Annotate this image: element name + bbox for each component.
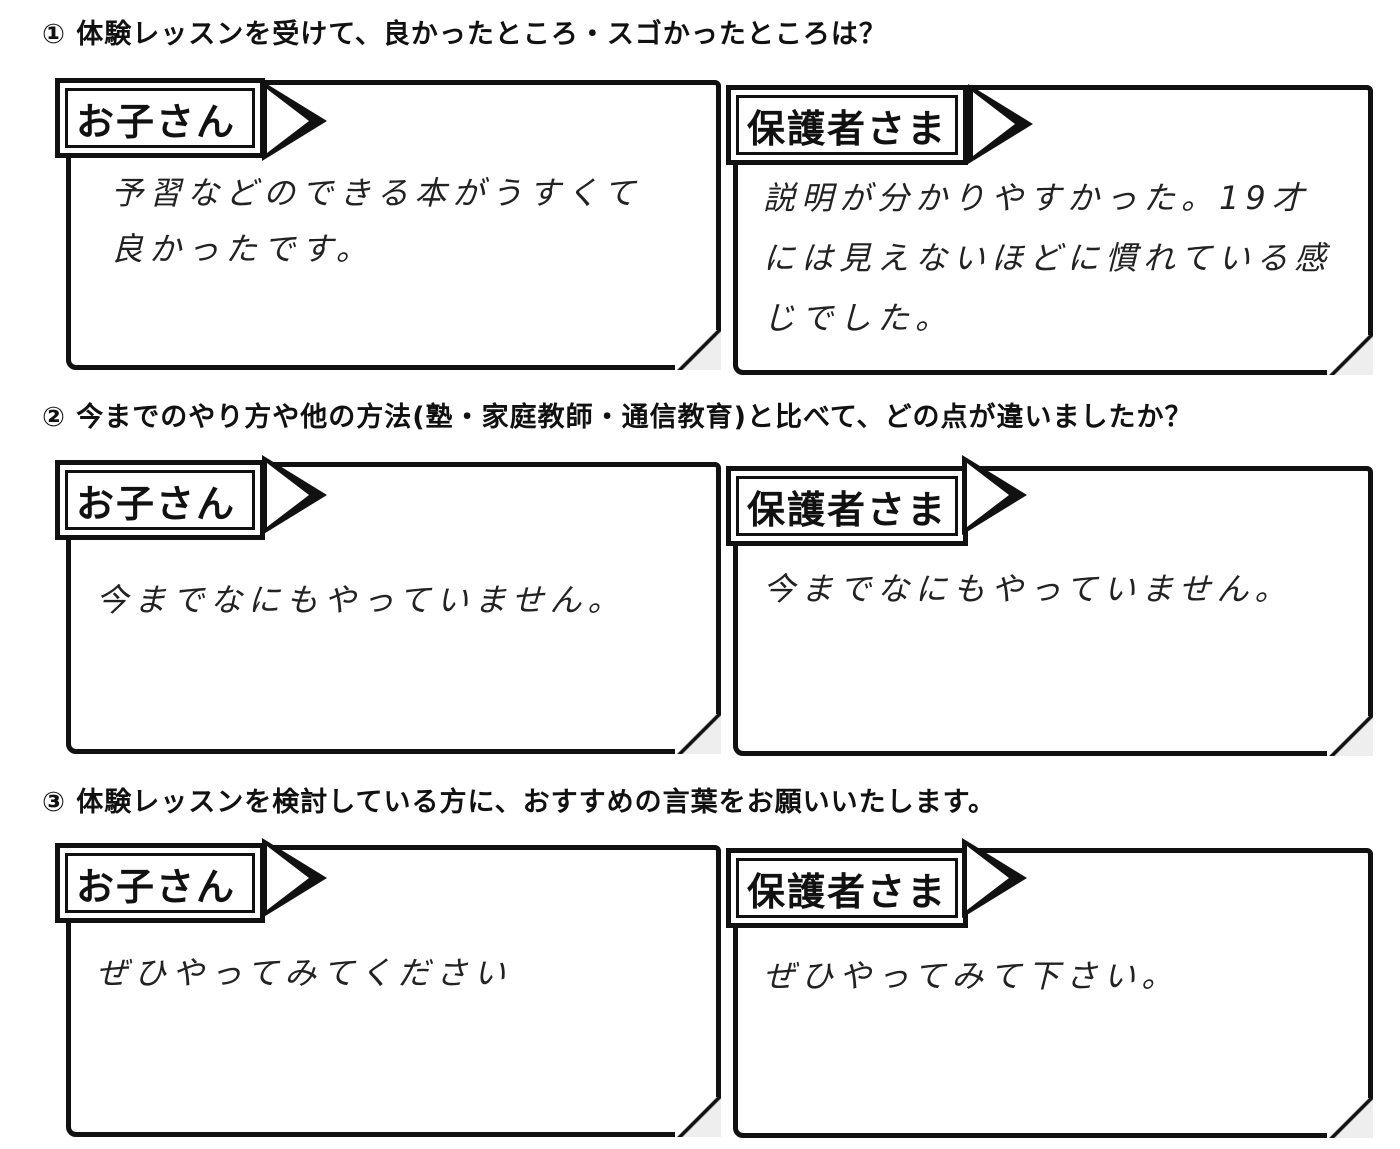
child-label: お子さん [76, 481, 237, 526]
parent-answer-text: 説明が分かりやすかった。19才には見えないほどに慣れている感じでした。 [763, 179, 1333, 337]
child-label: お子さん [76, 864, 237, 909]
parent-label: 保護者さま [747, 869, 948, 914]
parent-label-tab: 保護者さま [726, 848, 968, 928]
pencil-tip-icon [962, 455, 1027, 535]
child-label-tab: お子さん [55, 78, 265, 158]
parent-answer-text: 今までなにもやっていません。 [763, 570, 1293, 608]
question-3: ③ 体験レッスンを検討している方に、おすすめの言葉をお願いいたします。 [42, 780, 996, 819]
parent-label: 保護者さま [747, 487, 948, 532]
question-text: 体験レッスンを受けて、良かったところ・スゴかったところは？ [76, 19, 887, 50]
question-text: 体験レッスンを検討している方に、おすすめの言葉をお願いいたします。 [76, 787, 996, 818]
child-answer-text: 今までなにもやっていません。 [96, 581, 626, 619]
child-answer-card-1: 予習などのできる本がうすくて良かったです。 [66, 80, 721, 370]
parent-label-tab: 保護者さま [726, 85, 968, 165]
parent-label-tab: 保護者さま [726, 466, 968, 546]
child-label: お子さん [76, 99, 237, 144]
question-number: ③ [42, 787, 66, 818]
pencil-tip-icon [962, 838, 1027, 918]
question-text: 今までのやり方や他の方法(塾・家庭教師・通信教育)と比べて、どの点が違いましたか… [76, 402, 1193, 433]
child-label-tab: お子さん [55, 843, 265, 923]
child-label-tab: お子さん [55, 460, 265, 540]
question-number: ② [42, 402, 66, 433]
child-answer-text: 予習などのできる本がうすくて良かったです。 [111, 174, 642, 268]
pencil-tip-icon [968, 84, 1033, 164]
child-answer-card-2: 今までなにもやっていません。 [66, 462, 721, 754]
child-answer-text: ぜひやってみてください [96, 954, 512, 992]
question-1: ① 体験レッスンを受けて、良かったところ・スゴかったところは？ [42, 12, 887, 51]
pencil-tip-icon [262, 838, 327, 918]
question-number: ① [42, 19, 66, 50]
question-2: ② 今までのやり方や他の方法(塾・家庭教師・通信教育)と比べて、どの点が違いまし… [42, 395, 1193, 434]
parent-label: 保護者さま [747, 106, 948, 151]
parent-answer-text: ぜひやってみて下さい。 [763, 957, 1180, 995]
pencil-tip-icon [262, 81, 327, 161]
pencil-tip-icon [262, 455, 327, 535]
